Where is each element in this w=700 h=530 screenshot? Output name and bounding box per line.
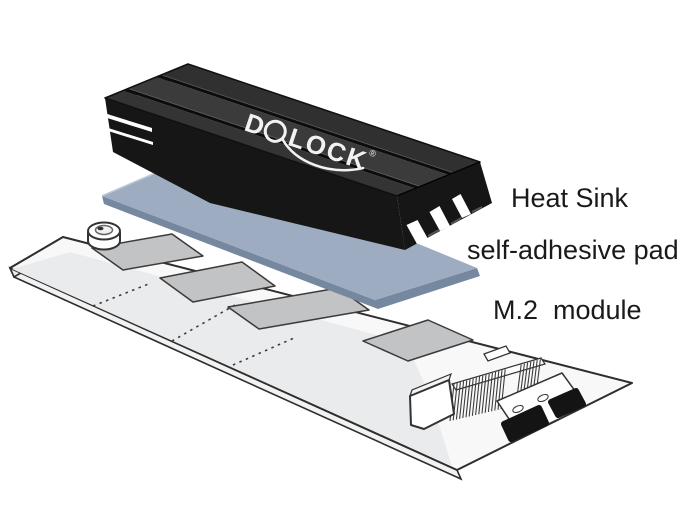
heatsink-slot <box>105 127 153 145</box>
memory-chips <box>91 233 474 362</box>
memory-chip <box>362 319 474 362</box>
connector-oval-hole <box>512 405 524 413</box>
memory-chip <box>159 261 276 303</box>
screw-head-ring <box>94 224 114 236</box>
fin-gap <box>406 220 428 244</box>
length-marking-dotted-line <box>171 304 236 342</box>
connector-endcap <box>409 379 455 430</box>
length-marking-lines <box>92 282 295 366</box>
memory-chip <box>91 233 204 271</box>
logo-swoosh-icon <box>280 137 365 172</box>
heatsink-body: D LOCK ® <box>104 63 492 250</box>
label-heat-sink: Heat Sink <box>511 183 629 213</box>
fin-gap <box>429 206 450 231</box>
heatsink-fins <box>396 161 492 250</box>
edge-connector <box>409 345 587 442</box>
heatsink-slot <box>104 113 152 132</box>
heatsink-front-face <box>105 98 405 250</box>
connector-oval-hole <box>537 394 549 402</box>
connector-key-lobe <box>501 405 549 442</box>
memory-chip <box>227 287 370 330</box>
m2-module-board <box>8 221 633 481</box>
board-inner-area <box>12 252 452 466</box>
mounting-screw <box>87 221 121 251</box>
edge-notch-tab <box>483 345 511 362</box>
logo-e-swirl-icon <box>263 119 287 143</box>
screw-drive-dot <box>97 226 104 231</box>
fin-gap <box>452 194 471 218</box>
label-self-adhesive-pad: self-adhesive pad <box>467 235 679 265</box>
logo-registered-mark: ® <box>368 148 378 160</box>
label-m2-module: M.2 module <box>493 295 642 325</box>
connector-key-lobe <box>548 388 586 418</box>
